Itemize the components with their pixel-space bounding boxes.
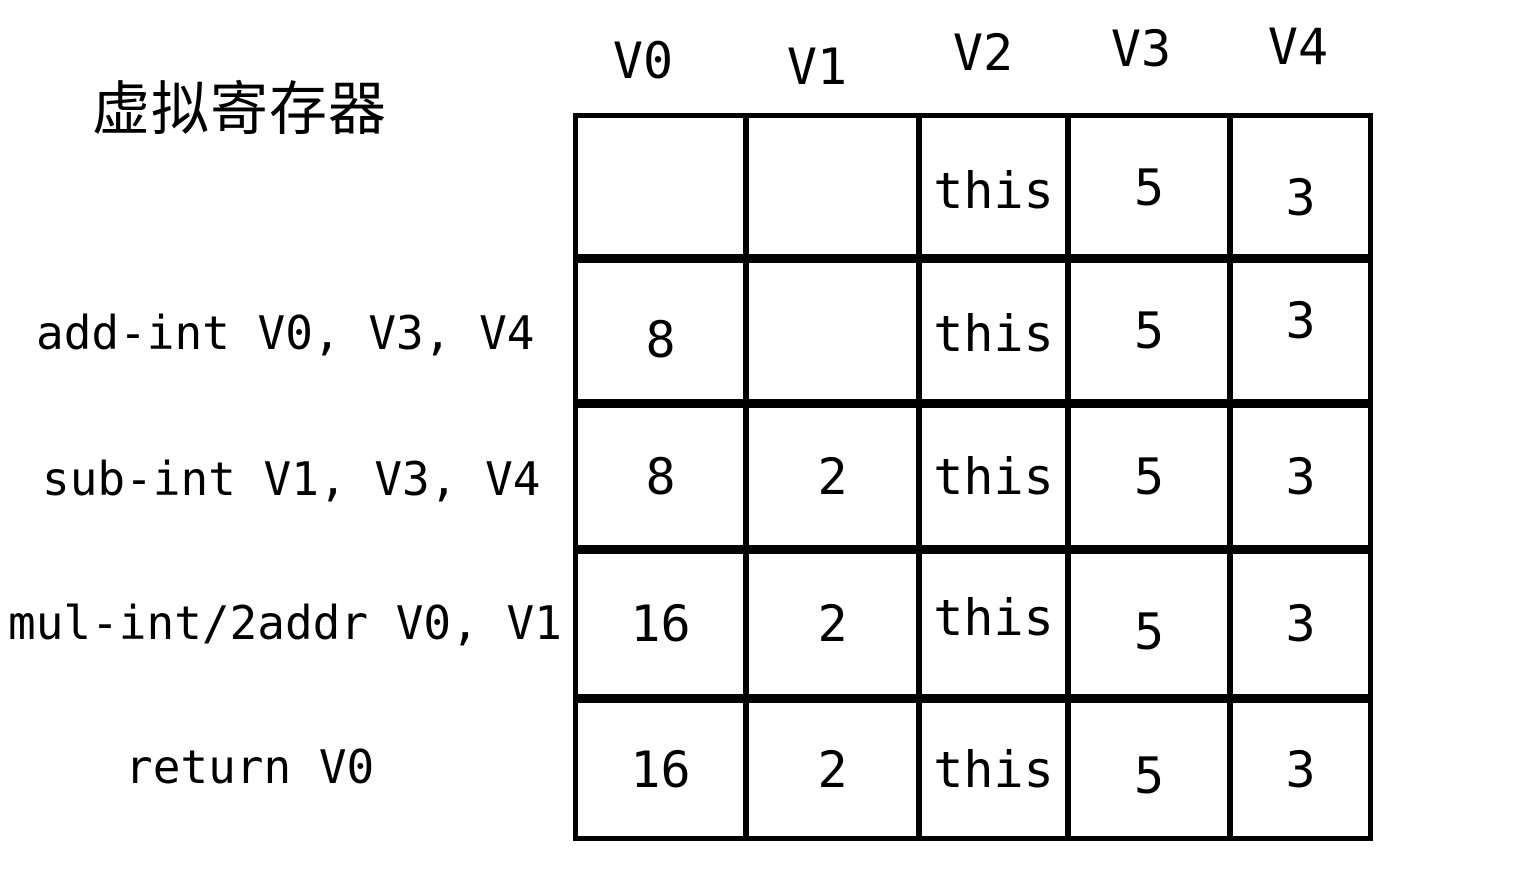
instruction-label-mul-int-2addr: mul-int/2addr V0, V1 <box>8 596 562 650</box>
cell-row2-v2: this <box>922 408 1071 554</box>
cell-row2-v0: 8 <box>578 408 749 554</box>
cell-row3-v2: this <box>922 554 1071 703</box>
cell-row1-v1 <box>749 263 922 408</box>
register-state-table: this 5 3 8 this 5 3 8 2 this 5 3 16 2 th… <box>573 113 1373 841</box>
instruction-label-add-int: add-int V0, V3, V4 <box>36 306 535 360</box>
cell-row4-v1: 2 <box>749 703 922 836</box>
instruction-label-sub-int: sub-int V1, V3, V4 <box>42 452 541 506</box>
cell-row2-v1: 2 <box>749 408 922 554</box>
cell-row4-v3: 5 <box>1071 703 1233 836</box>
cell-row1-v0: 8 <box>578 263 749 408</box>
cell-row0-v4: 3 <box>1233 118 1368 263</box>
cell-row4-v0: 16 <box>578 703 749 836</box>
cell-row3-v4: 3 <box>1233 554 1368 703</box>
cell-row0-v3: 5 <box>1071 118 1233 263</box>
cell-row4-v2: this <box>922 703 1071 836</box>
column-header-v3: V3 <box>1110 20 1172 78</box>
column-header-v0: V0 <box>612 32 674 90</box>
column-header-v1: V1 <box>786 38 848 96</box>
cell-row3-v3: 5 <box>1071 554 1233 703</box>
cell-row2-v3: 5 <box>1071 408 1233 554</box>
column-header-v2: V2 <box>952 24 1014 82</box>
column-header-v4: V4 <box>1267 18 1329 76</box>
cell-row3-v0: 16 <box>578 554 749 703</box>
cell-row4-v4: 3 <box>1285 740 1316 799</box>
cell-row0-v0 <box>578 118 749 263</box>
cell-row2-v4: 3 <box>1233 408 1368 554</box>
cell-row1-v2: this <box>922 263 1071 408</box>
cell-row0-v1 <box>749 118 922 263</box>
instruction-label-return: return V0 <box>125 740 375 794</box>
cell-row0-v2: this <box>922 118 1071 263</box>
cell-row3-v1: 2 <box>749 554 922 703</box>
cell-row1-v3: 5 <box>1071 263 1233 408</box>
page-title: 虚拟寄存器 <box>92 75 388 143</box>
cell-row1-v4: 3 <box>1233 263 1368 408</box>
